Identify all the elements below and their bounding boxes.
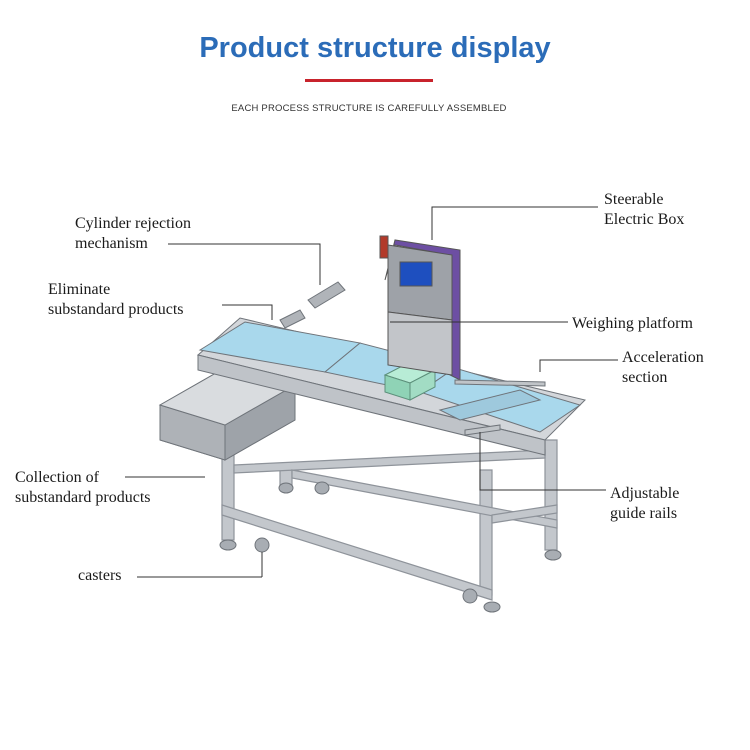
label-acceleration-line2: section	[622, 369, 668, 386]
label-eliminate-line2: substandard products	[48, 301, 184, 318]
label-weighing: Weighing platform	[572, 315, 693, 332]
label-cylinder-line2: mechanism	[75, 235, 148, 252]
label-eliminate: Eliminate substandard products	[48, 280, 184, 320]
label-cylinder-line1: Cylinder rejection	[75, 215, 191, 232]
machine-frame	[221, 439, 558, 601]
page-subtitle: EACH PROCESS STRUCTURE IS CAREFULLY ASSE…	[231, 103, 507, 114]
guide-rails	[454, 379, 546, 436]
label-steerable-line2: Electric Box	[604, 211, 685, 228]
electric-box	[379, 235, 461, 381]
page-title: Product structure display	[199, 32, 551, 64]
label-collection-line1: Collection of	[15, 469, 99, 486]
label-collection: Collection of substandard products	[15, 468, 151, 508]
leader-lines	[125, 206, 618, 578]
title-underline	[305, 79, 433, 82]
label-acceleration: Acceleration section	[622, 348, 704, 388]
label-cylinder-rejection: Cylinder rejection mechanism	[75, 214, 191, 254]
label-acceleration-line1: Acceleration	[622, 349, 704, 366]
label-collection-line2: substandard products	[15, 489, 151, 506]
label-casters: casters	[78, 567, 122, 584]
label-guide-rails: Adjustable guide rails	[610, 484, 679, 524]
casters-graphic	[219, 481, 562, 613]
label-steerable-line1: Steerable	[604, 191, 664, 208]
label-steerable: Steerable Electric Box	[604, 190, 684, 230]
label-guide-line2: guide rails	[610, 505, 678, 522]
label-eliminate-line1: Eliminate	[48, 281, 111, 298]
cylinder-rejector	[279, 281, 346, 329]
label-guide-line1: Adjustable	[610, 485, 680, 502]
